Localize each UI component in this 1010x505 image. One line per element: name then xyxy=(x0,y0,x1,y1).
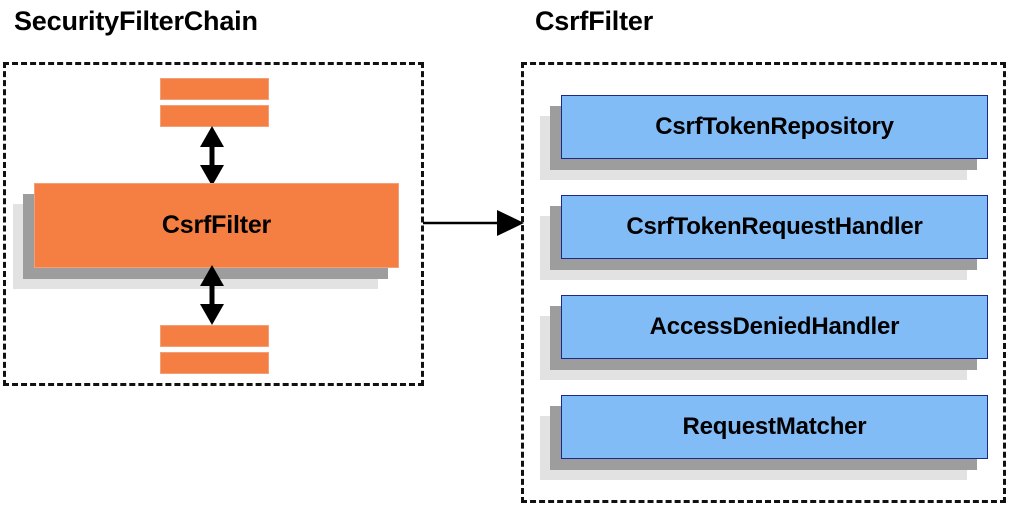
csrf-filter-container xyxy=(521,62,1006,503)
collaborator-label: CsrfTokenRepository xyxy=(561,95,988,159)
collaborator-request-matcher[interactable]: RequestMatcher xyxy=(540,395,988,480)
double-arrow-below-icon xyxy=(200,265,224,325)
csrf-filter-node[interactable]: CsrfFilter xyxy=(13,183,399,289)
filter-bar-above-2 xyxy=(160,105,269,127)
double-arrow-above-icon xyxy=(200,126,224,186)
csrf-filter-label: CsrfFilter xyxy=(34,183,399,268)
page-title-security-filter-chain: SecurityFilterChain xyxy=(14,6,258,36)
collaborator-csrf-token-repository[interactable]: CsrfTokenRepository xyxy=(540,95,988,180)
filter-bar-below-2 xyxy=(160,352,269,374)
collaborator-label: RequestMatcher xyxy=(561,395,988,459)
collaborator-access-denied-handler[interactable]: AccessDeniedHandler xyxy=(540,295,988,380)
collaborator-label: AccessDeniedHandler xyxy=(561,295,988,359)
collaborator-label: CsrfTokenRequestHandler xyxy=(561,195,988,259)
page-title-csrf-filter: CsrfFilter xyxy=(535,6,654,36)
filter-bar-above-1 xyxy=(160,78,269,100)
security-filter-chain-container xyxy=(3,62,424,386)
csrf-filter-link-arrow-icon xyxy=(423,210,524,236)
filter-bar-below-1 xyxy=(160,325,269,347)
collaborator-csrf-token-request-handler[interactable]: CsrfTokenRequestHandler xyxy=(540,195,988,280)
